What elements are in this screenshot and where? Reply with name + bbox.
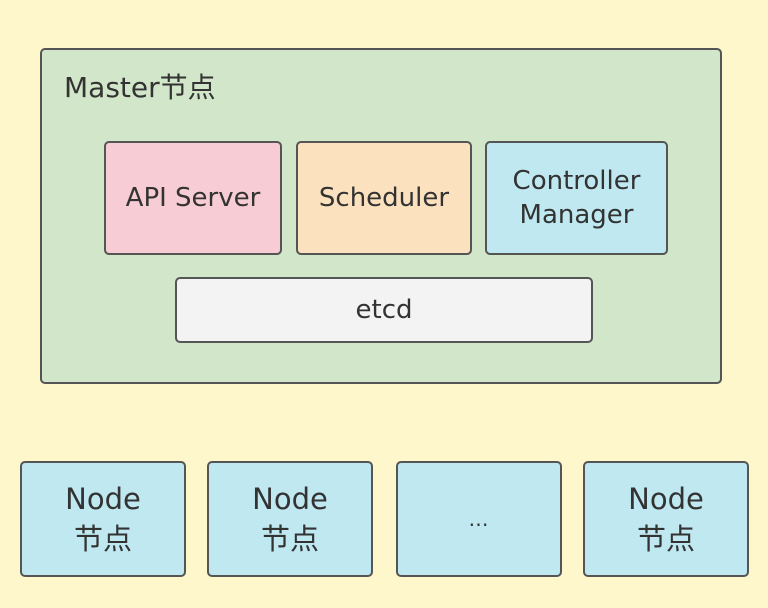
controller-manager-box: Controller Manager xyxy=(485,141,668,255)
more-nodes-box: … xyxy=(396,461,562,577)
worker-node-label: Node xyxy=(628,482,704,516)
worker-node-label: Node xyxy=(65,482,141,516)
worker-node-box: Node 节点 xyxy=(207,461,373,577)
worker-node-sublabel: 节点 xyxy=(636,522,695,556)
worker-node-sublabel: 节点 xyxy=(260,522,319,556)
controller-manager-label-line1: Controller xyxy=(512,166,641,196)
worker-node-box: Node 节点 xyxy=(583,461,749,577)
etcd-box: etcd xyxy=(175,277,593,343)
api-server-label: API Server xyxy=(125,183,261,213)
worker-node-box: Node 节点 xyxy=(20,461,186,577)
ellipsis-label: … xyxy=(468,507,490,531)
worker-node-label: Node xyxy=(252,482,328,516)
master-node-title: Master节点 xyxy=(64,71,216,104)
worker-node-sublabel: 节点 xyxy=(73,522,132,556)
api-server-box: API Server xyxy=(104,141,282,255)
scheduler-box: Scheduler xyxy=(296,141,472,255)
etcd-label: etcd xyxy=(355,295,413,325)
controller-manager-label-line2: Manager xyxy=(519,200,634,230)
scheduler-label: Scheduler xyxy=(318,183,450,213)
